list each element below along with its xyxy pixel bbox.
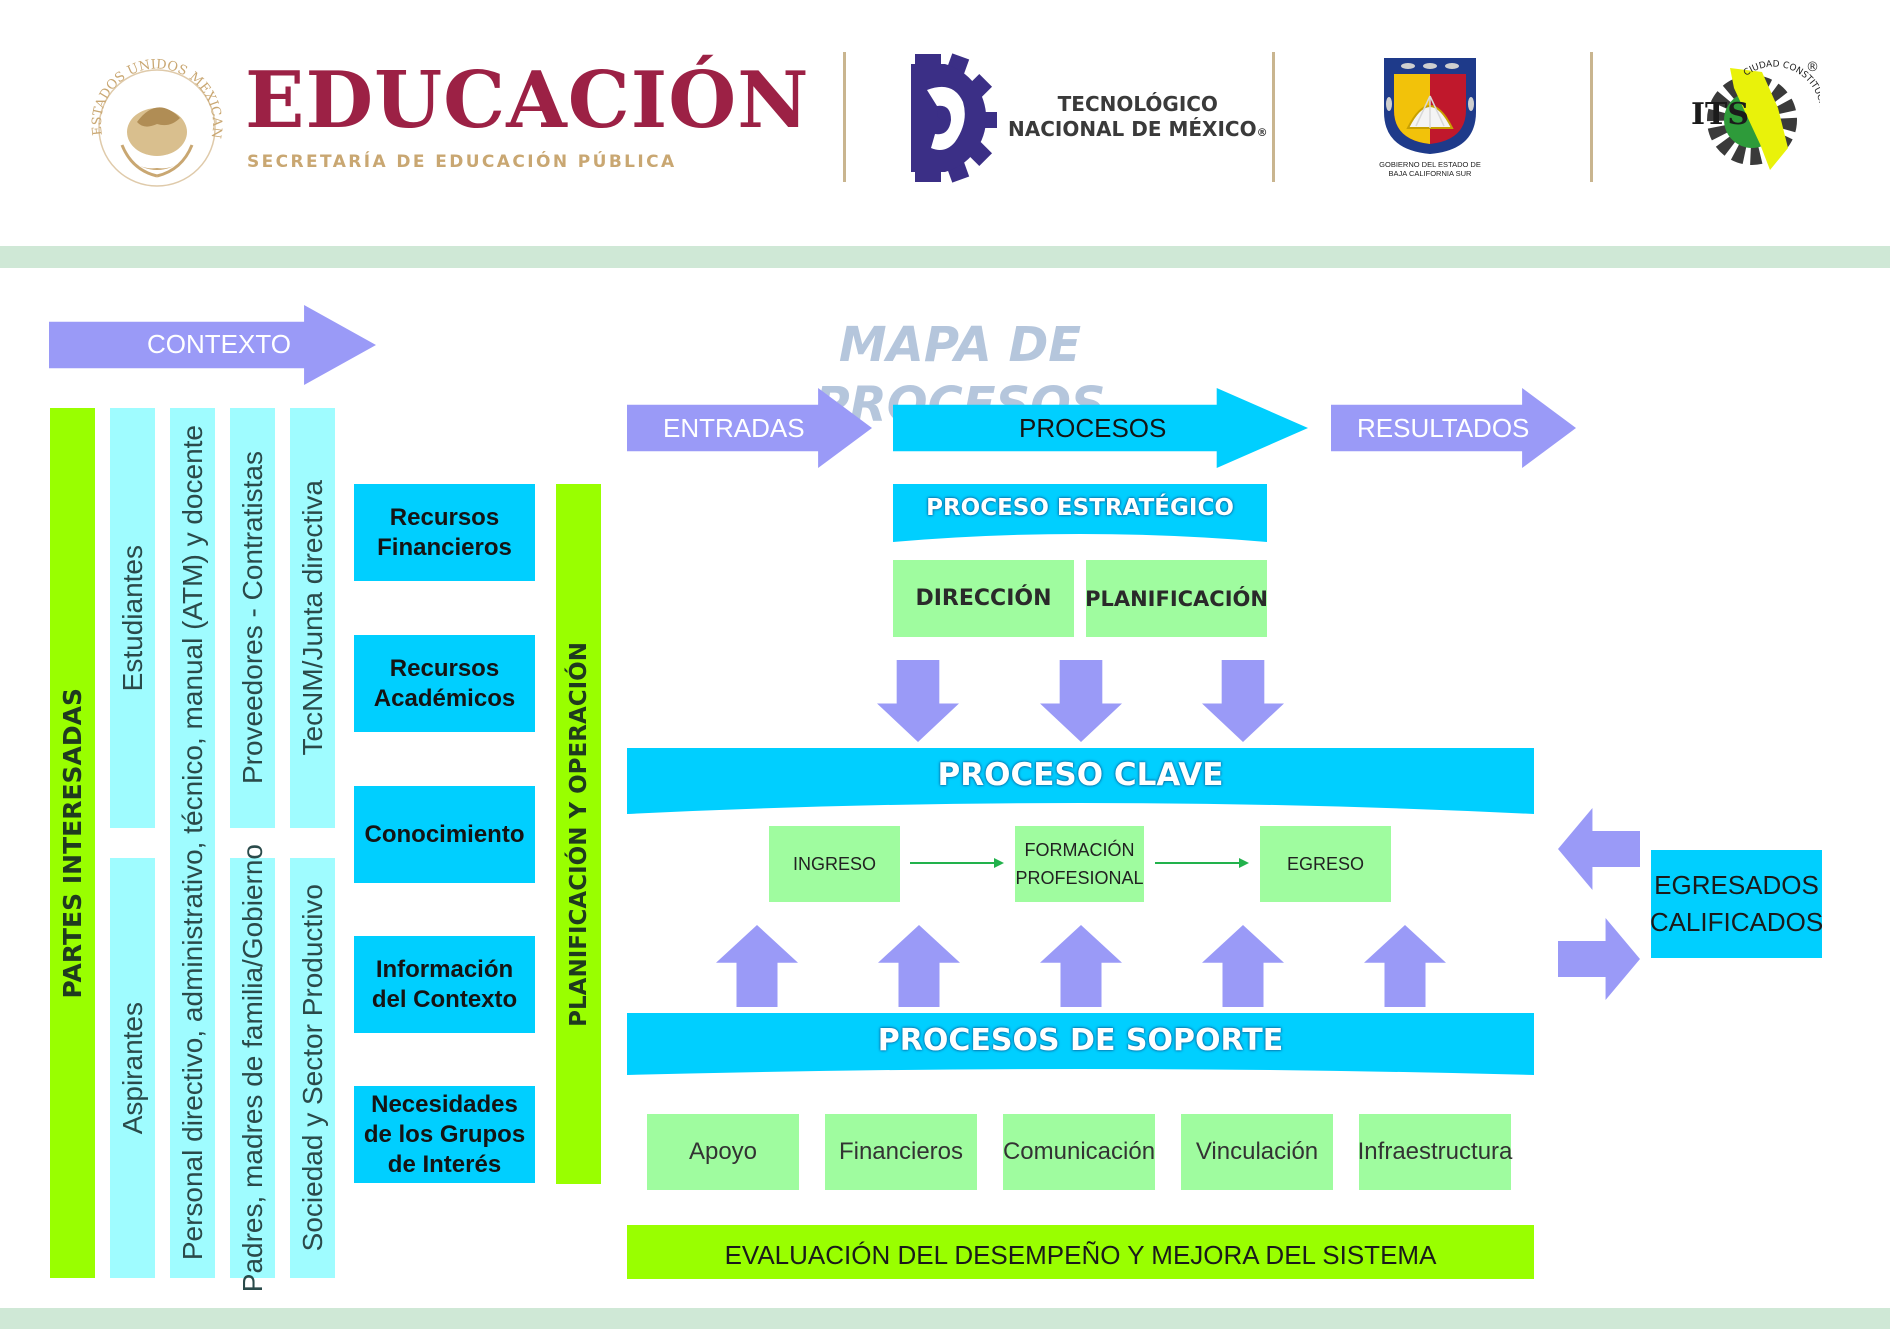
resource-box: Conocimiento [354, 786, 535, 883]
entradas-label: ENTRADAS [663, 413, 805, 443]
resource-box: Recursos Financieros [354, 484, 535, 581]
planificacion-operacion-label: PLANIFICACIÓN Y OPERACIÓN [565, 641, 592, 1027]
bcs-line2: BAJA CALIFORNIA SUR [1388, 169, 1472, 178]
soporte-item: Comunicación [1003, 1114, 1155, 1190]
estrategico-banner [893, 484, 1267, 542]
tecnm-line1: TECNOLÓGICO [1057, 92, 1218, 116]
down-arrow [877, 660, 959, 742]
pillar-proveedores: Proveedores - Contratistas [230, 408, 275, 828]
resource-box: Necesidades de los Grupos de Interés [354, 1086, 535, 1183]
resource-box: Recursos Académicos [354, 635, 535, 732]
bottom-stripe [0, 1308, 1890, 1329]
partes-interesadas-label: PARTES INTERESADAS [58, 687, 87, 999]
evaluacion-bar: EVALUACIÓN DEL DESEMPEÑO Y MEJORA DEL SI… [627, 1225, 1534, 1279]
clave-label: PROCESO CLAVE [937, 757, 1224, 793]
down-arrow [1040, 660, 1122, 742]
resultados-arrow: RESULTADOS [1331, 388, 1576, 468]
tecnm-name: TECNOLÓGICO NACIONAL DE MÉXICO® [1008, 92, 1268, 145]
up-arrow [878, 925, 960, 1007]
sep-subtitle: SECRETARÍA DE EDUCACIÓN PÚBLICA [247, 152, 677, 172]
pillar-label: Personal directivo, administrativo, técn… [176, 425, 208, 1261]
procesos-label: PROCESOS [1019, 413, 1167, 443]
formacion-box: FORMACIÓN PROFESIONAL [1015, 826, 1144, 902]
soporte-item: Infraestructura [1358, 1114, 1512, 1190]
pillar-label: Proveedores - Contratistas [236, 451, 268, 785]
resultados-label: RESULTADOS [1357, 413, 1530, 443]
planificacion-operacion-bar: PLANIFICACIÓN Y OPERACIÓN [556, 484, 601, 1184]
soporte-item: Vinculación [1181, 1114, 1333, 1190]
context-label: CONTEXTO [147, 329, 291, 359]
pillar-label: Sociedad y Sector Productivo [296, 884, 328, 1252]
pillar-personal: Personal directivo, administrativo, técn… [170, 408, 215, 1278]
bcs-line1: GOBIERNO DEL ESTADO DE [1379, 160, 1481, 169]
mexican-seal-icon: ESTADOS UNIDOS MEXICANOS [82, 50, 224, 187]
left-arrow [1558, 808, 1640, 890]
context-arrow: CONTEXTO [49, 305, 376, 385]
pillar-padres: Padres, madres de familia/Gobierno [230, 844, 275, 1292]
header: ESTADOS UNIDOS MEXICANOS EDUCACIÓN SECRE… [0, 0, 1890, 245]
bcs-shield-icon [1384, 58, 1476, 154]
pillar-sociedad: Sociedad y Sector Productivo [290, 858, 335, 1278]
logo-separator [1272, 52, 1275, 182]
tecnm-line2: NACIONAL DE MÉXICO [1008, 117, 1257, 141]
soporte-label: PROCESOS DE SOPORTE [877, 1022, 1284, 1058]
pillar-label: Padres, madres de familia/Gobierno [236, 843, 268, 1293]
logo-separator [843, 52, 846, 182]
pillar-tecnm: TecNM/Junta directiva [290, 408, 335, 828]
its-text: ITS [1691, 97, 1750, 132]
logo-separator [1590, 52, 1593, 182]
pillar-label: Estudiantes [116, 544, 148, 692]
its-gear-icon: CIUDAD CONSTITUCIÓN [1707, 59, 1820, 170]
direccion-box: DIRECCIÓN [893, 560, 1074, 637]
up-arrow [1364, 925, 1446, 1007]
planificacion-box: PLANIFICACIÓN [1085, 560, 1268, 637]
clave-banner [627, 748, 1534, 814]
flow-arrow [910, 858, 1004, 868]
estrategico-label: PROCESO ESTRATÉGICO [926, 495, 1234, 521]
resource-box: Información del Contexto [354, 936, 535, 1033]
tecnm-registered: ® [1256, 126, 1268, 139]
up-arrow [1202, 925, 1284, 1007]
soporte-item: Apoyo [647, 1114, 799, 1190]
bcs-caption: GOBIERNO DEL ESTADO DE BAJA CALIFORNIA S… [1370, 160, 1490, 178]
ingreso-box: INGRESO [769, 826, 900, 902]
sep-title: EDUCACIÓN [245, 55, 810, 146]
pillar-label: Aspirantes [116, 1001, 148, 1135]
top-stripe [0, 246, 1890, 268]
down-arrow [1202, 660, 1284, 742]
pillar-label: TecNM/Junta directiva [296, 480, 328, 756]
right-arrow [1558, 918, 1640, 1000]
tecnm-gear-icon [911, 53, 997, 183]
up-arrow [1040, 925, 1122, 1007]
up-arrow [716, 925, 798, 1007]
egresados-box: EGRESADOS CALIFICADOS [1650, 850, 1823, 958]
partes-interesadas-bar: PARTES INTERESADAS [50, 408, 95, 1278]
flow-arrow [1155, 858, 1249, 868]
its-registered: ® [1806, 60, 1819, 75]
soporte-item: Financieros [825, 1114, 977, 1190]
egreso-box: EGRESO [1260, 826, 1391, 902]
pillar-aspirantes: Aspirantes [110, 858, 155, 1278]
pillar-estudiantes: Estudiantes [110, 408, 155, 828]
soporte-banner [627, 1013, 1534, 1075]
